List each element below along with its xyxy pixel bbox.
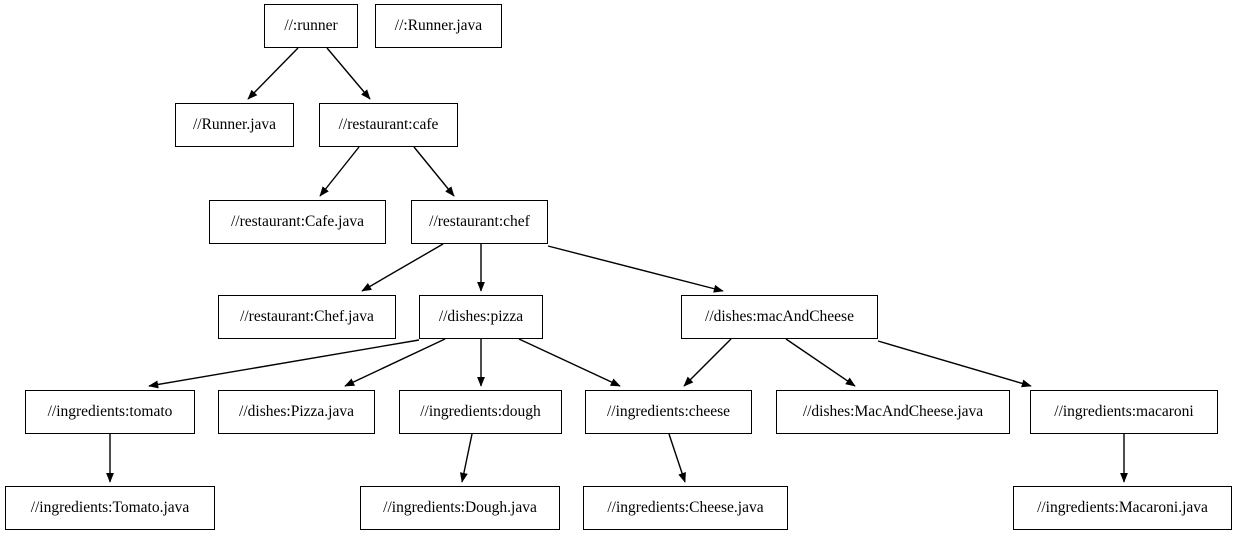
graph-node-ing_cheese[interactable]: //ingredients:cheese (585, 390, 752, 434)
graph-node-runner[interactable]: //:runner (264, 4, 358, 48)
graph-node-restaurant_chef[interactable]: //restaurant:chef (411, 200, 548, 244)
graph-node-runner_java[interactable]: //Runner.java (175, 103, 294, 147)
graph-node-label: //ingredients:Macaroni.java (1037, 499, 1208, 517)
graph-node-cafe_java[interactable]: //restaurant:Cafe.java (209, 200, 386, 244)
graph-node-tomato_java[interactable]: //ingredients:Tomato.java (5, 486, 215, 530)
graph-node-chef_java[interactable]: //restaurant:Chef.java (218, 295, 396, 339)
graph-node-restaurant_cafe[interactable]: //restaurant:cafe (319, 103, 458, 147)
graph-node-ing_macaroni[interactable]: //ingredients:macaroni (1030, 390, 1218, 434)
graph-node-mac_java[interactable]: //dishes:MacAndCheese.java (776, 390, 1010, 434)
graph-node-dishes_mac[interactable]: //dishes:macAndCheese (681, 295, 878, 339)
graph-node-label: //ingredients:cheese (606, 403, 731, 421)
graph-node-label: //dishes:pizza (438, 308, 524, 326)
graph-node-label: //restaurant:chef (429, 213, 530, 231)
graph-node-label: //restaurant:Cafe.java (231, 213, 364, 231)
graph-node-label: //ingredients:macaroni (1054, 403, 1194, 421)
graph-node-ing_tomato[interactable]: //ingredients:tomato (25, 390, 195, 434)
graph-node-label: //ingredients:Cheese.java (607, 499, 764, 517)
graph-node-label: //ingredients:Dough.java (383, 499, 537, 517)
graph-node-runner_java_root[interactable]: //:Runner.java (375, 4, 502, 48)
graph-node-label: //ingredients:tomato (47, 403, 173, 421)
graph-node-label: //:Runner.java (394, 17, 483, 35)
graph-node-label: //ingredients:Tomato.java (30, 499, 190, 517)
graph-node-macaroni_java[interactable]: //ingredients:Macaroni.java (1013, 486, 1232, 530)
graph-node-dishes_pizza[interactable]: //dishes:pizza (419, 295, 543, 339)
graph-node-dough_java[interactable]: //ingredients:Dough.java (360, 486, 560, 530)
graph-node-pizza_java[interactable]: //dishes:Pizza.java (218, 390, 375, 434)
graph-node-cheese_java[interactable]: //ingredients:Cheese.java (583, 486, 788, 530)
graph-node-label: //restaurant:Chef.java (240, 308, 374, 326)
graph-node-label: //dishes:macAndCheese (705, 308, 854, 326)
graph-node-label: //ingredients:dough (420, 403, 541, 421)
graph-node-label: //dishes:MacAndCheese.java (802, 403, 984, 421)
graph-node-label: //:runner (284, 17, 338, 35)
graph-node-label: //restaurant:cafe (338, 116, 439, 134)
graph-node-label: //dishes:Pizza.java (239, 403, 354, 421)
graph-node-label: //Runner.java (192, 116, 277, 134)
graph-node-ing_dough[interactable]: //ingredients:dough (399, 390, 562, 434)
